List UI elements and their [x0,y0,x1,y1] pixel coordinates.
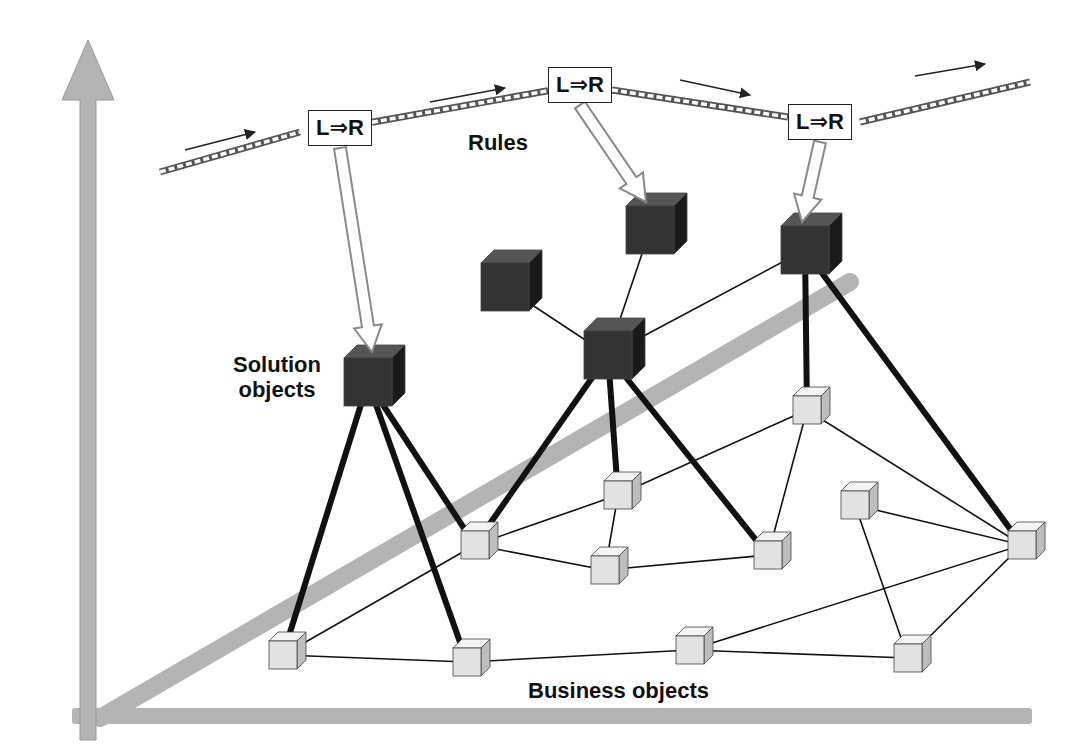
rules-label: Rules [468,130,528,155]
business-objects-label: Business objects [528,678,709,703]
rule-text: L⇒R [796,109,844,135]
rule-chain-start [160,132,300,172]
business-object-cube [461,522,498,559]
thin-link [283,655,467,662]
thin-link [690,545,1022,650]
rule-chain-end-links [860,82,1030,122]
thick-link [608,355,768,555]
rule-application-arrow [334,147,382,352]
rule-application-arrow [575,102,646,202]
flow-direction-arrow [915,64,985,76]
business-object-cube [1008,522,1045,559]
solution-objects-label: Solution objects [212,352,342,403]
chain-line [612,90,788,117]
rule-chain [372,91,548,123]
rule-text: L⇒R [556,72,604,98]
thick-link [283,382,368,655]
vertical-axis-arrow [62,40,114,740]
business-object-cube [793,387,830,424]
thick-link [805,250,1022,545]
chain-links [612,90,788,117]
rule-text: L⇒R [316,115,364,141]
business-object-cube [591,547,628,584]
solution-object-cube [781,213,842,274]
thick-link [368,382,467,662]
business-object-cube [604,472,641,509]
business-object-cube [269,632,306,669]
flow-direction-arrow [185,132,255,150]
business-object-cube [754,532,791,569]
solution-object-cube [626,193,687,254]
rule-box: L⇒R [308,110,372,146]
solution-object-cube [584,318,645,379]
thin-link [855,505,908,658]
business-object-cube [453,639,490,676]
chain-line [372,91,548,123]
rule-application-arrow [794,141,826,222]
solution-object-cube [344,345,405,406]
thin-link [467,650,690,662]
thin-link [807,410,1022,545]
flow-direction-arrow [680,80,750,95]
rule-chain [612,90,788,117]
chain-links [372,91,548,123]
thin-link [605,555,768,570]
solution-object-cube [481,250,542,311]
business-object-cube [676,627,713,664]
rule-chain-end [860,82,1030,122]
thick-link [475,355,608,545]
business-object-cube [841,482,878,519]
business-object-cube [894,635,931,672]
rule-box: L⇒R [788,104,852,140]
thin-link [690,650,908,658]
rule-chain-start-links [160,132,300,172]
rule-box: L⇒R [548,67,612,103]
thick-link [368,382,475,545]
diagonal-band [100,282,850,718]
horizontal-axis [72,708,1032,724]
